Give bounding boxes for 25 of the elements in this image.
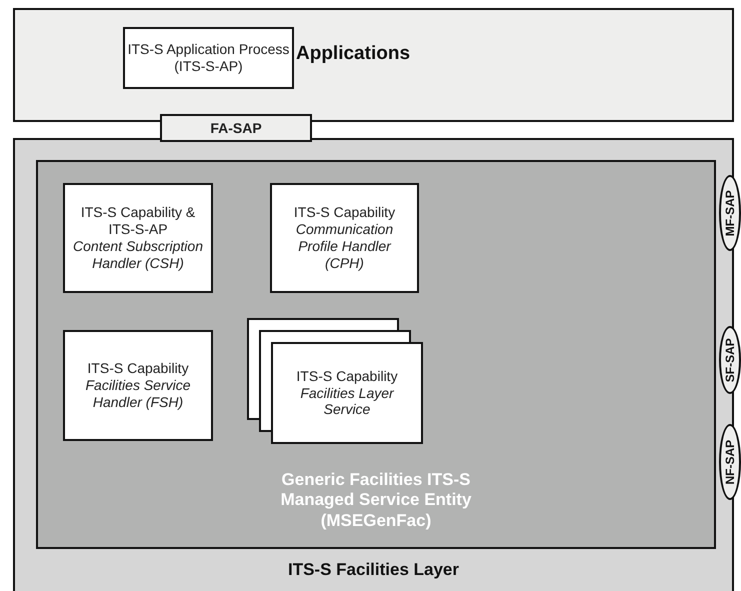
layer-title: ITS-S Facilities Layer xyxy=(286,560,460,580)
process-box xyxy=(63,330,213,441)
box-text: Communication Profile Handler (CPH) xyxy=(294,221,394,272)
stacked-boxes xyxy=(247,318,423,444)
box-text: Facilities Layer Service xyxy=(299,384,395,418)
access-point-label: NF-SAP xyxy=(722,440,738,484)
box-text: ITS-S Capability & ITS-S-AP xyxy=(80,204,196,238)
layer-title: Generic Facilities ITS-S Managed Service Entity (MSEGenFac) xyxy=(280,470,472,532)
process-box xyxy=(123,27,294,89)
layer-panel xyxy=(36,160,716,549)
box-text: ITS-S Capability xyxy=(296,368,398,385)
box-text: Facilities Service Handler (FSH) xyxy=(84,377,192,411)
access-point-label: MF-SAP xyxy=(722,190,738,236)
layer-title: Applications xyxy=(296,43,410,66)
process-box xyxy=(270,183,419,293)
layer-panel xyxy=(13,138,734,591)
access-point-label: SF-SAP xyxy=(722,338,738,382)
box-text: Content Subscription Handler (CSH) xyxy=(73,238,203,272)
box-text: ITS-S Capability xyxy=(87,360,189,378)
layer-panel xyxy=(13,8,734,122)
access-point-tab xyxy=(160,114,312,142)
access-point-label: FA-SAP xyxy=(210,120,262,136)
box-text: ITS-S Capability xyxy=(294,204,396,222)
process-box xyxy=(63,183,213,293)
box-text: ITS-S Application Process (ITS-S-AP) xyxy=(126,41,290,75)
